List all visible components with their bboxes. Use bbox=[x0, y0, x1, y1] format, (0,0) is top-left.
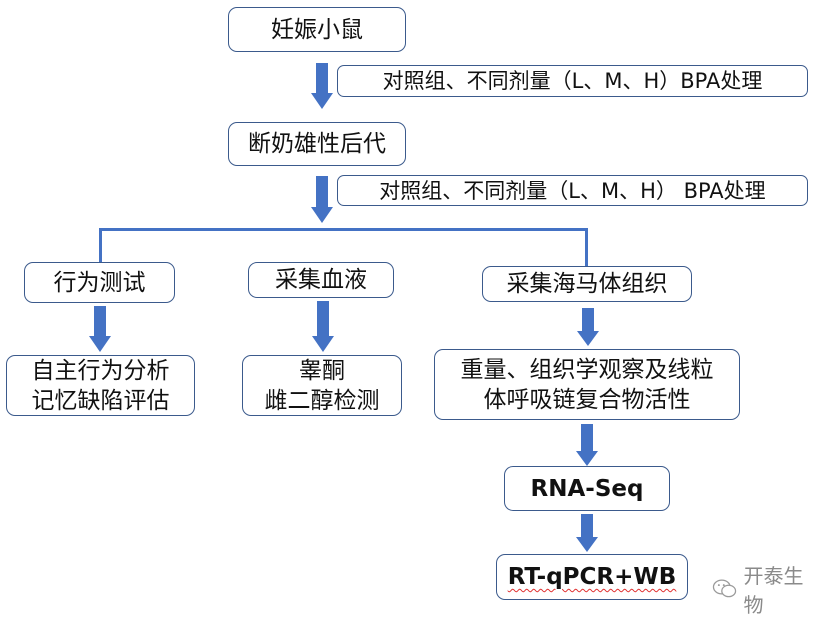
node-line-1: 自主行为分析 bbox=[31, 357, 170, 384]
arrow-down-icon bbox=[312, 301, 334, 352]
branch-line-horizontal bbox=[99, 228, 588, 231]
node-label: 断奶雄性后代 bbox=[248, 131, 386, 157]
node-hormone-detection: 睾酮 雌二醇检测 bbox=[242, 355, 402, 416]
node-blood-collection: 采集血液 bbox=[248, 262, 394, 298]
node-line-2: 记忆缺陷评估 bbox=[31, 387, 170, 414]
arrow-down-icon bbox=[89, 306, 111, 352]
node-label: RNA-Seq bbox=[530, 475, 644, 502]
branch-line-left bbox=[99, 228, 102, 262]
node-label: 采集海马体组织 bbox=[506, 271, 668, 297]
node-label: 妊娠小鼠 bbox=[271, 16, 363, 43]
branch-line-right bbox=[585, 228, 588, 266]
node-tissue-analysis: 重量、组织学观察及线粒 体呼吸链复合物活性 bbox=[434, 349, 740, 420]
node-rna-seq: RNA-Seq bbox=[504, 466, 670, 511]
node-line-1: 睾酮 bbox=[299, 357, 345, 384]
treatment-text: 对照组、不同剂量（L、M、H）BPA处理 bbox=[382, 69, 763, 93]
arrow-down-icon bbox=[576, 424, 598, 466]
node-behavior-test: 行为测试 bbox=[24, 262, 175, 303]
watermark: 开泰生物 bbox=[712, 560, 822, 618]
arrow-down-icon bbox=[311, 63, 333, 109]
treatment-label-1: 对照组、不同剂量（L、M、H）BPA处理 bbox=[337, 65, 808, 97]
node-line-1: 重量、组织学观察及线粒 bbox=[460, 356, 714, 383]
wechat-icon bbox=[712, 579, 737, 598]
node-label: 采集血液 bbox=[275, 267, 367, 293]
watermark-text: 开泰生物 bbox=[743, 564, 804, 617]
node-label: 行为测试 bbox=[53, 269, 146, 296]
node-line-2: 体呼吸链复合物活性 bbox=[483, 386, 691, 413]
node-pregnant-mice: 妊娠小鼠 bbox=[228, 7, 406, 52]
arrow-down-icon bbox=[311, 176, 333, 223]
arrow-down-icon bbox=[577, 308, 599, 346]
node-hippocampus-collection: 采集海马体组织 bbox=[482, 266, 692, 302]
node-weaned-male-offspring: 断奶雄性后代 bbox=[228, 122, 406, 166]
node-line-2: 雌二醇检测 bbox=[264, 387, 380, 414]
node-behavior-analysis: 自主行为分析 记忆缺陷评估 bbox=[6, 355, 195, 416]
treatment-text: 对照组、不同剂量（L、M、H） BPA处理 bbox=[379, 178, 766, 203]
arrow-down-icon bbox=[576, 514, 598, 552]
treatment-label-2: 对照组、不同剂量（L、M、H） BPA处理 bbox=[337, 175, 808, 206]
node-label: RT-qPCR+WB bbox=[507, 564, 677, 590]
node-validation: RT-qPCR+WB bbox=[496, 554, 688, 600]
